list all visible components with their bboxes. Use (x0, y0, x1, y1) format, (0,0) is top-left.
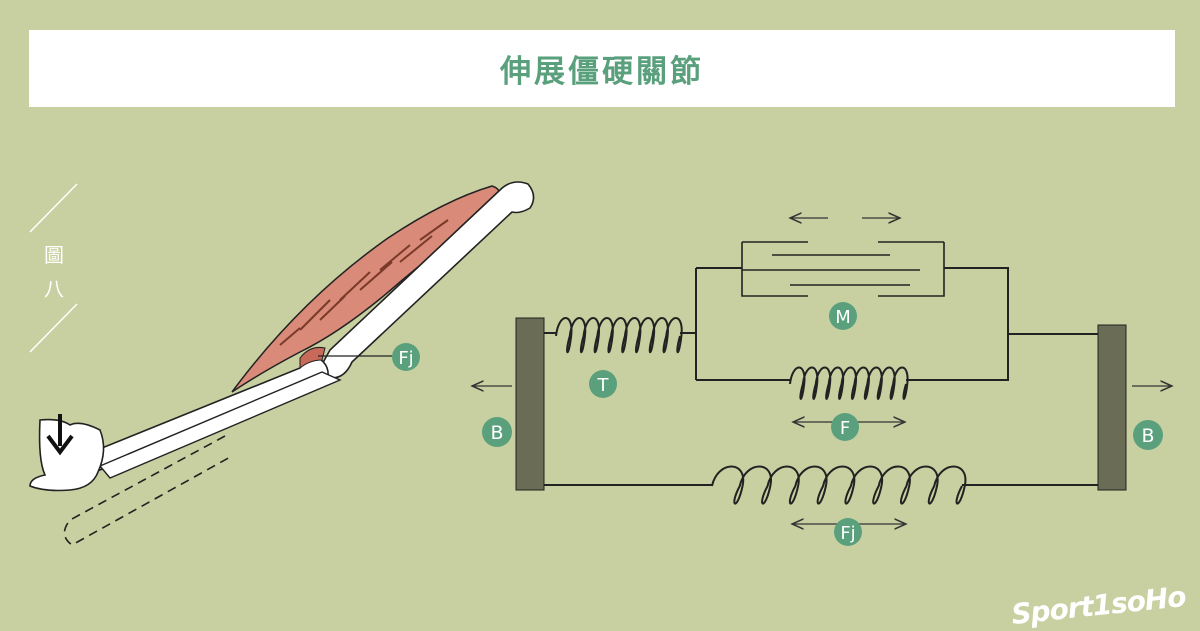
block-left (515, 317, 545, 491)
muscle-striation-1 (299, 299, 331, 331)
parallel-frame (695, 267, 1098, 381)
joint-tissue-icon (299, 347, 326, 370)
fj-spring-icon (711, 465, 967, 505)
muscle-striation-4 (419, 219, 449, 241)
fj-arm-badge (392, 343, 420, 371)
force-arrow-down-icon (46, 434, 74, 456)
m-badge (829, 302, 857, 330)
fj-spring-label: Fj (840, 523, 855, 544)
figure-label-line-1: 圖 (44, 243, 64, 267)
figure-label: 圖 八 (34, 238, 74, 306)
arm-illustration: Fj (29, 181, 535, 546)
b-right-label: B (1141, 425, 1154, 447)
m-label: M (835, 307, 851, 328)
figure-slash-bottom (29, 303, 78, 353)
forearm-bone-lower-icon (98, 371, 342, 479)
mechanical-model: M F T Fj B B (472, 218, 1172, 546)
m-element-icon (741, 241, 945, 297)
b-right-badge (1133, 420, 1163, 450)
figure-slash-top (29, 183, 78, 233)
muscle-striation-6 (359, 261, 393, 291)
humerus-bone-icon (318, 181, 535, 379)
muscle-striation-3 (379, 244, 411, 271)
block-right (1097, 324, 1127, 491)
fj-arm-label: Fj (398, 348, 413, 369)
figure-label-line-2: 八 (44, 277, 64, 301)
muscle-striation-5 (319, 295, 346, 321)
page-title: 伸展僵硬關節 (500, 54, 704, 90)
hand-icon (29, 418, 105, 492)
fj-spring-badge (834, 518, 862, 546)
title-bar: 伸展僵硬關節 (29, 30, 1175, 107)
muscle-striation-7 (399, 235, 433, 263)
f-label: F (840, 418, 850, 439)
f-spring-icon (789, 366, 909, 400)
t-spring-icon (555, 317, 683, 354)
b-left-badge (482, 417, 512, 447)
t-badge (589, 370, 617, 398)
b-left-label: B (490, 422, 503, 444)
muscle-striation-2 (339, 271, 371, 301)
f-badge (831, 413, 859, 441)
muscle-striation-8 (279, 327, 301, 346)
muscle-icon (231, 185, 501, 393)
forearm-bone-icon (90, 354, 329, 472)
t-label: T (597, 375, 610, 396)
